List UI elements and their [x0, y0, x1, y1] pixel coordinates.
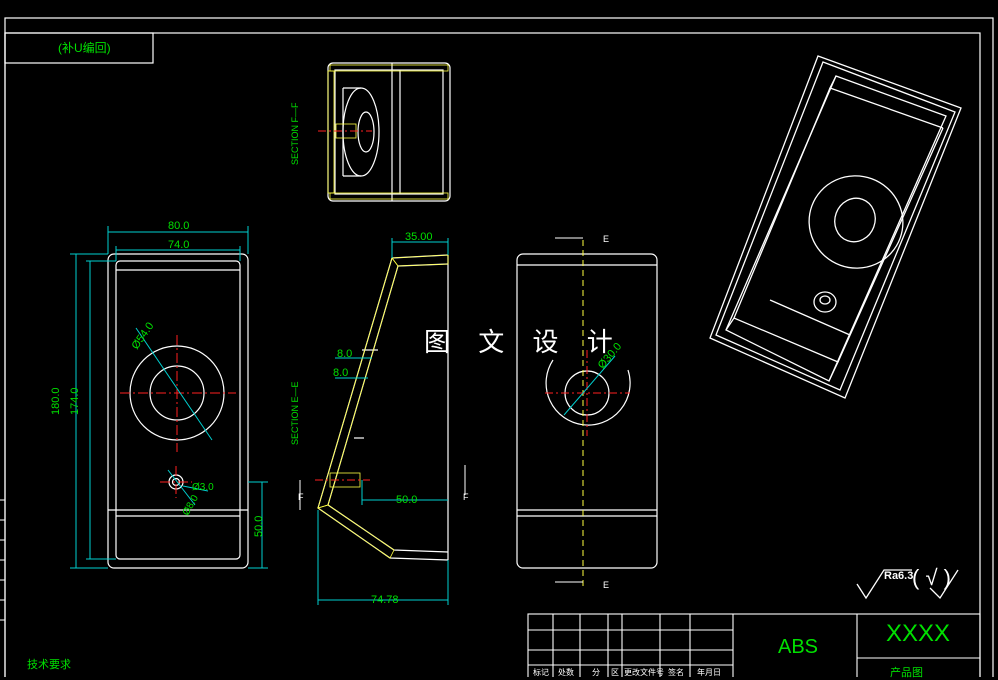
section-ee-label: SECTION E—E [290, 381, 300, 445]
dim-side-len: 50.0 [396, 494, 418, 506]
title-block [527, 613, 981, 677]
tb-header-3: 区 [611, 668, 619, 677]
section-mark-e-bottom: E [603, 580, 610, 590]
tb-header-2: 分 [592, 668, 600, 677]
right-view [516, 237, 658, 590]
tb-header-1: 处数 [558, 668, 574, 677]
roughness-ra: Ra6.3 [884, 570, 914, 582]
dim-step-2: 8.0 [333, 367, 349, 379]
section-mark-e-top: E [603, 234, 610, 244]
dim-top-depth: 35.00 [405, 231, 433, 243]
dim-width-inner: 74.0 [168, 239, 190, 251]
tb-header-6: 年月日 [697, 668, 721, 677]
dim-width-outer: 80.0 [168, 220, 190, 232]
front-view [70, 226, 268, 569]
tb-header-0: 标记 [533, 668, 549, 677]
section-ff-label: SECTION F—F [290, 102, 300, 166]
section-ff-view [318, 62, 451, 202]
dim-step-1: 8.0 [337, 348, 353, 360]
inner-border [4, 32, 981, 677]
top-left-tag-box [4, 32, 154, 64]
dim-height-outer: 180.0 [50, 387, 62, 415]
dim-height-inner: 174.0 [69, 387, 81, 415]
title-block-material: ABS [778, 636, 819, 658]
title-block-sub: 产品图 [890, 667, 923, 679]
isometric-view [709, 55, 962, 399]
section-mark-f-right: F [463, 492, 469, 502]
section-ee-view [299, 238, 466, 605]
tb-header-5: 签名 [668, 668, 684, 677]
roughness-paren: ( √ ) [912, 565, 951, 590]
dim-bottom-offset: 50.0 [253, 515, 265, 537]
tech-requirements-label: 技术要求 [27, 659, 71, 671]
dim-hole-1: Ø3.0 [192, 482, 214, 493]
roughness-symbol [856, 569, 959, 600]
top-left-tag: (补U编回) [58, 41, 111, 55]
title-block-part-name: XXXX [886, 620, 951, 647]
section-mark-f-left: F [298, 492, 304, 502]
tb-header-4: 更改文件号 [624, 668, 664, 677]
watermark-overlay-text: 图 文 设 计 [424, 328, 623, 358]
dim-base-len: 74.78 [371, 594, 399, 606]
